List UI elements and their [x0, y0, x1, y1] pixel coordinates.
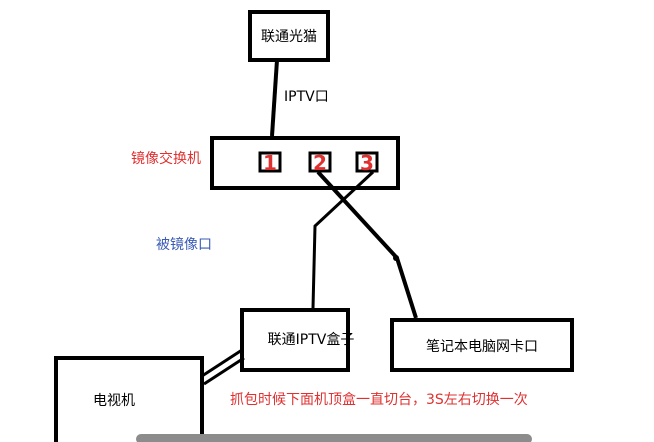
- iptv-port-label: IPTV口: [284, 89, 329, 105]
- tv-label: 电视机: [93, 393, 135, 409]
- tv-cable-a: [201, 348, 243, 378]
- port-1-number: 1: [263, 151, 277, 175]
- mirrored-port-label: 被镜像口: [156, 237, 212, 253]
- laptop-cable: [316, 170, 418, 319]
- iptv-box-cable: [311, 170, 375, 309]
- cable-knot: [393, 255, 399, 261]
- modem-switch-link: [270, 59, 279, 137]
- modem-label: 联通光猫: [261, 29, 317, 45]
- tv-cable-b: [203, 356, 245, 386]
- port-1: [258, 151, 282, 173]
- port-2-number: 2: [313, 151, 327, 175]
- port-3: [355, 151, 379, 173]
- laptop-box: [390, 318, 574, 372]
- port-2: [308, 151, 332, 173]
- iptv-box-label: 联通IPTV盒子: [268, 331, 355, 348]
- port-3-number: 3: [360, 151, 374, 175]
- tv-box: [54, 356, 204, 442]
- laptop-label: 笔记本电脑网卡口: [426, 339, 538, 355]
- iptv-box: [240, 308, 350, 372]
- modem-box: [248, 10, 330, 62]
- horizontal-scrollbar[interactable]: [136, 434, 532, 442]
- capture-note: 抓包时候下面机顶盒一直切台，3S左右切换一次: [230, 391, 528, 408]
- switch-label: 镜像交换机: [131, 150, 201, 167]
